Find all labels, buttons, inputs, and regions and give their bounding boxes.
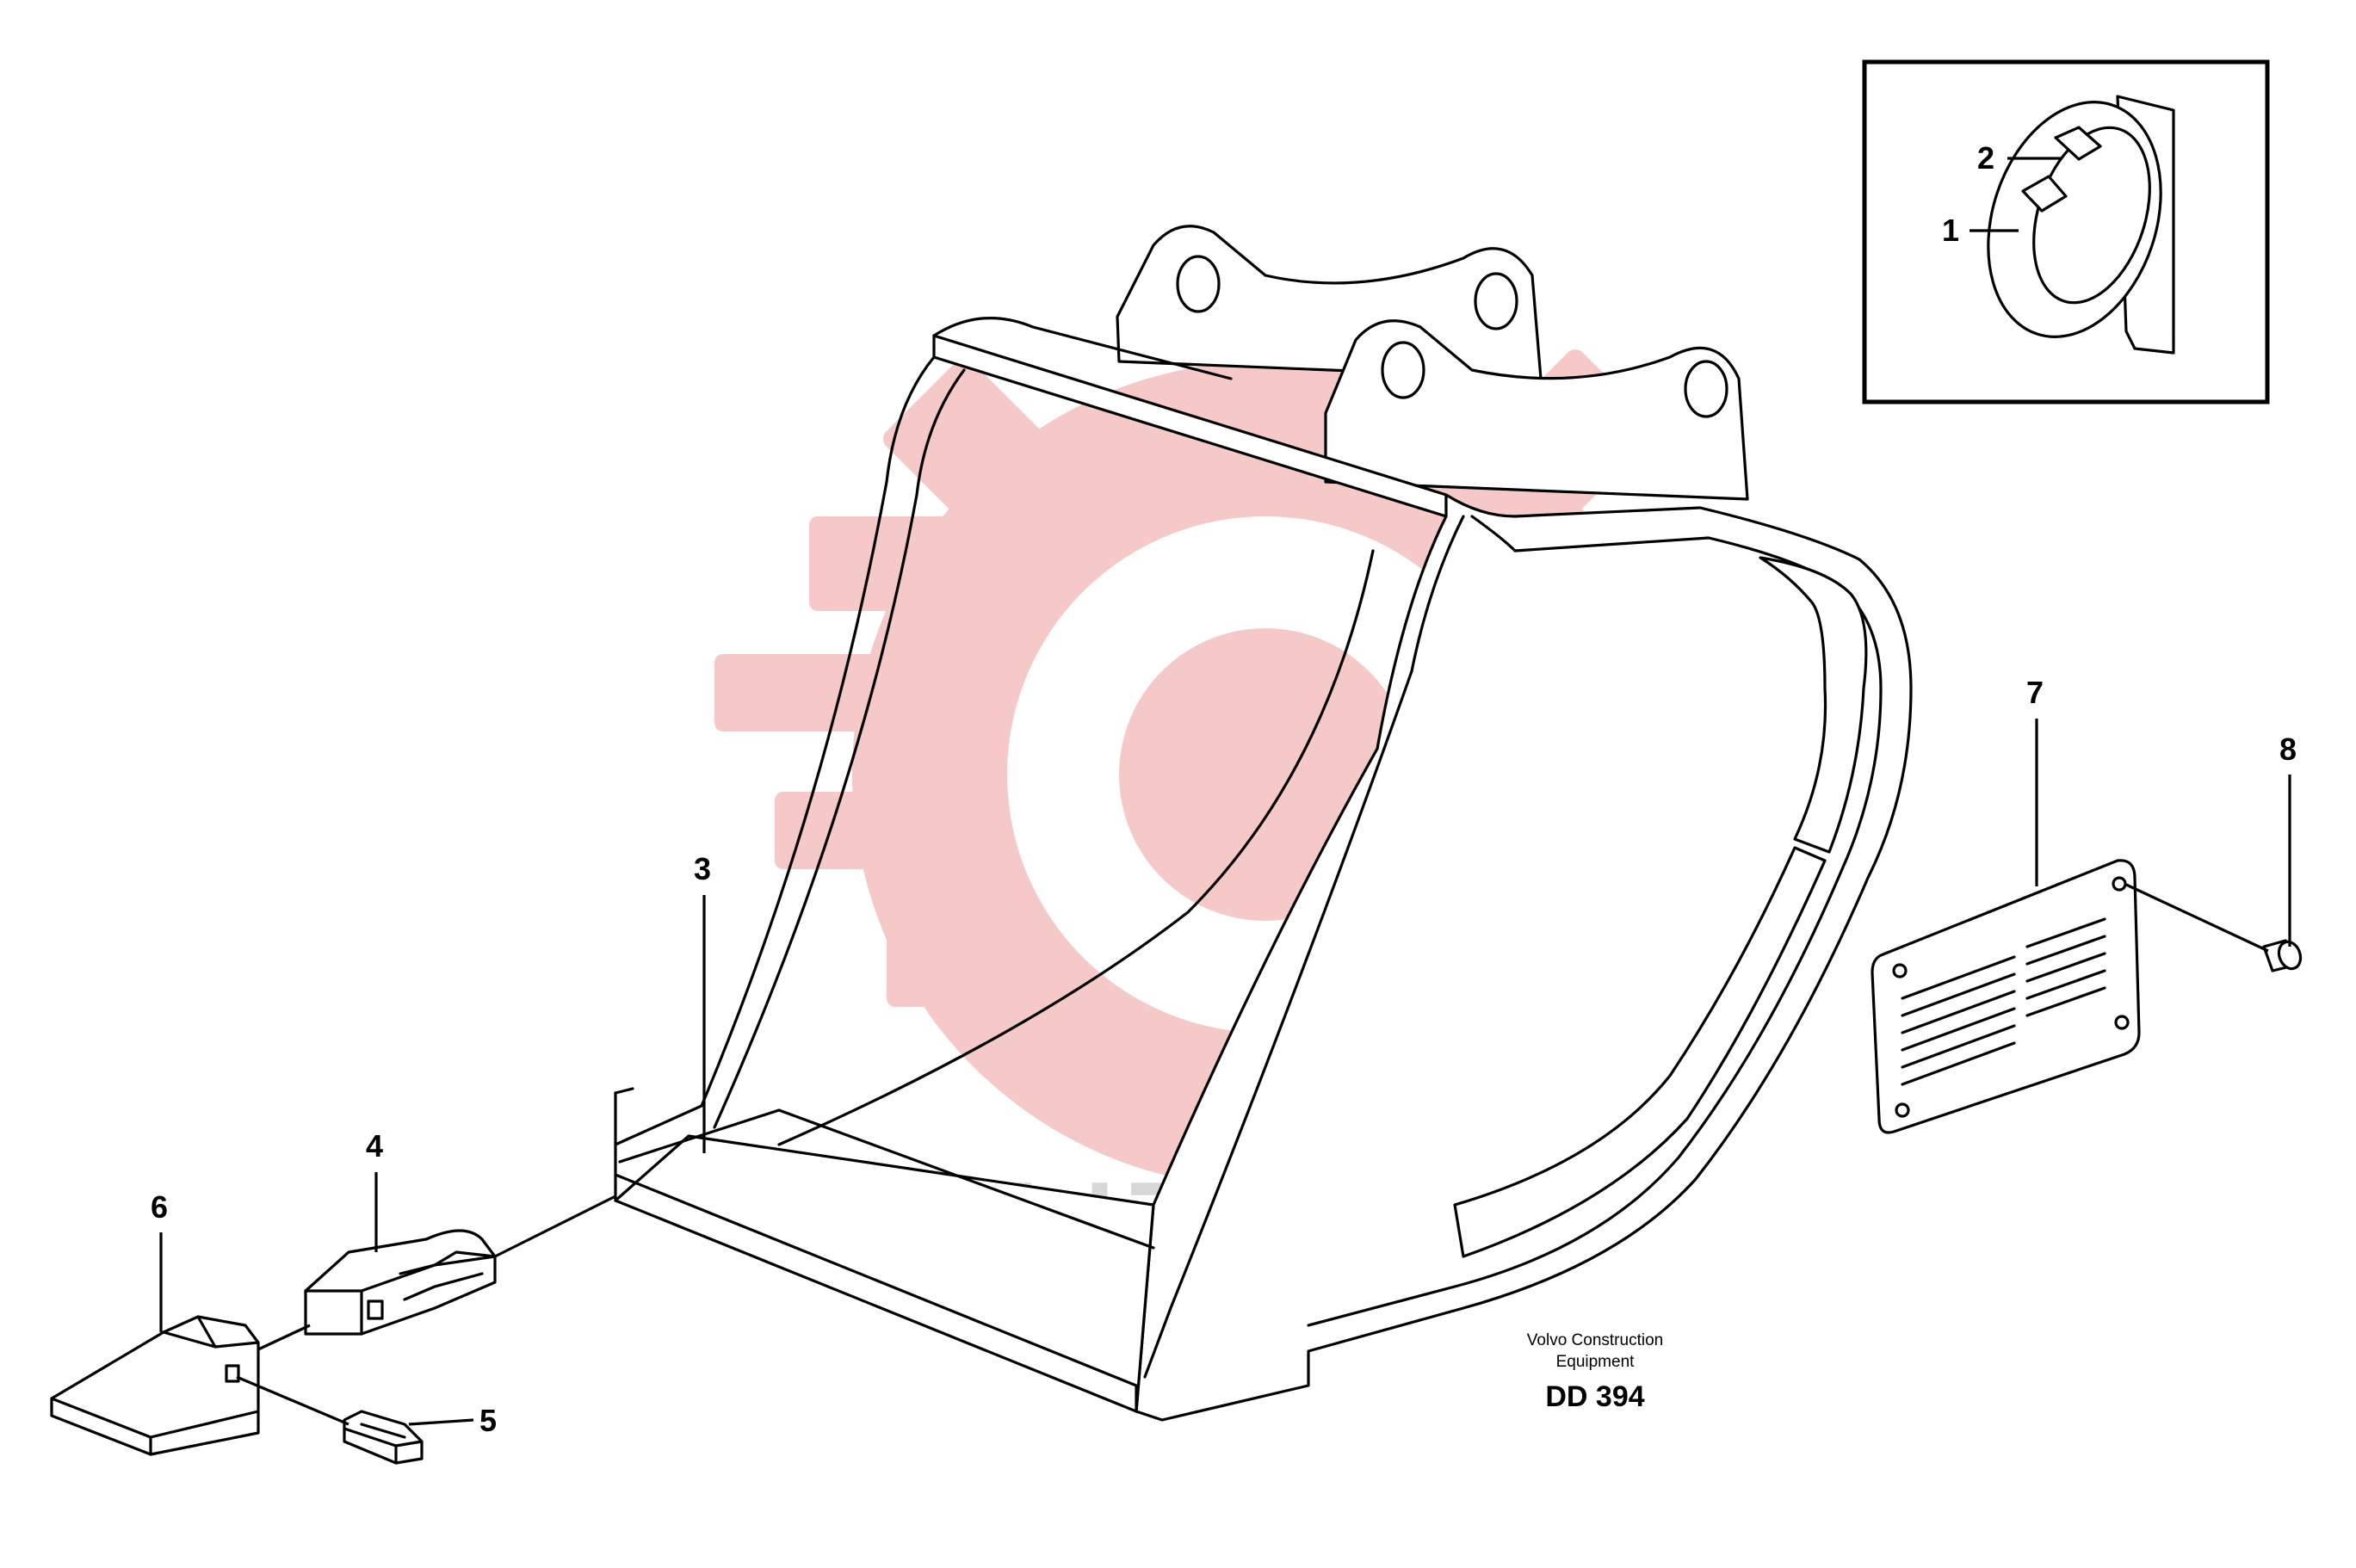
callout-8: 8 xyxy=(2279,732,2297,767)
tooth-adapter-drawing xyxy=(304,1229,497,1336)
callout-3: 3 xyxy=(694,851,711,886)
leader-5 xyxy=(408,1418,474,1426)
callout-4: 4 xyxy=(366,1128,383,1164)
bucket-drawing xyxy=(614,225,1913,1422)
connector-6-4 xyxy=(257,1324,311,1351)
callout-6: 6 xyxy=(151,1189,168,1225)
bushing-detail xyxy=(1987,95,2175,355)
identification-plate-drawing xyxy=(1871,859,2141,1134)
rivet-drawing xyxy=(2262,939,2303,972)
connector-5-6 xyxy=(236,1375,349,1426)
retainer-lock-drawing xyxy=(343,1410,424,1465)
callout-1: 1 xyxy=(1942,213,1959,248)
callout-5: 5 xyxy=(479,1403,497,1438)
caption-code: DD 394 xyxy=(1545,1380,1644,1413)
caption-line-2: Equipment xyxy=(1556,1353,1636,1371)
connector-4-3 xyxy=(494,1195,616,1258)
callout-2: 2 xyxy=(1977,140,1994,176)
connector-8-7 xyxy=(2124,882,2269,953)
callout-7: 7 xyxy=(2026,675,2044,710)
tooth-point-drawing xyxy=(50,1315,260,1456)
inset-frame xyxy=(1862,59,2270,404)
caption-line-1: Volvo Construction xyxy=(1527,1331,1663,1349)
